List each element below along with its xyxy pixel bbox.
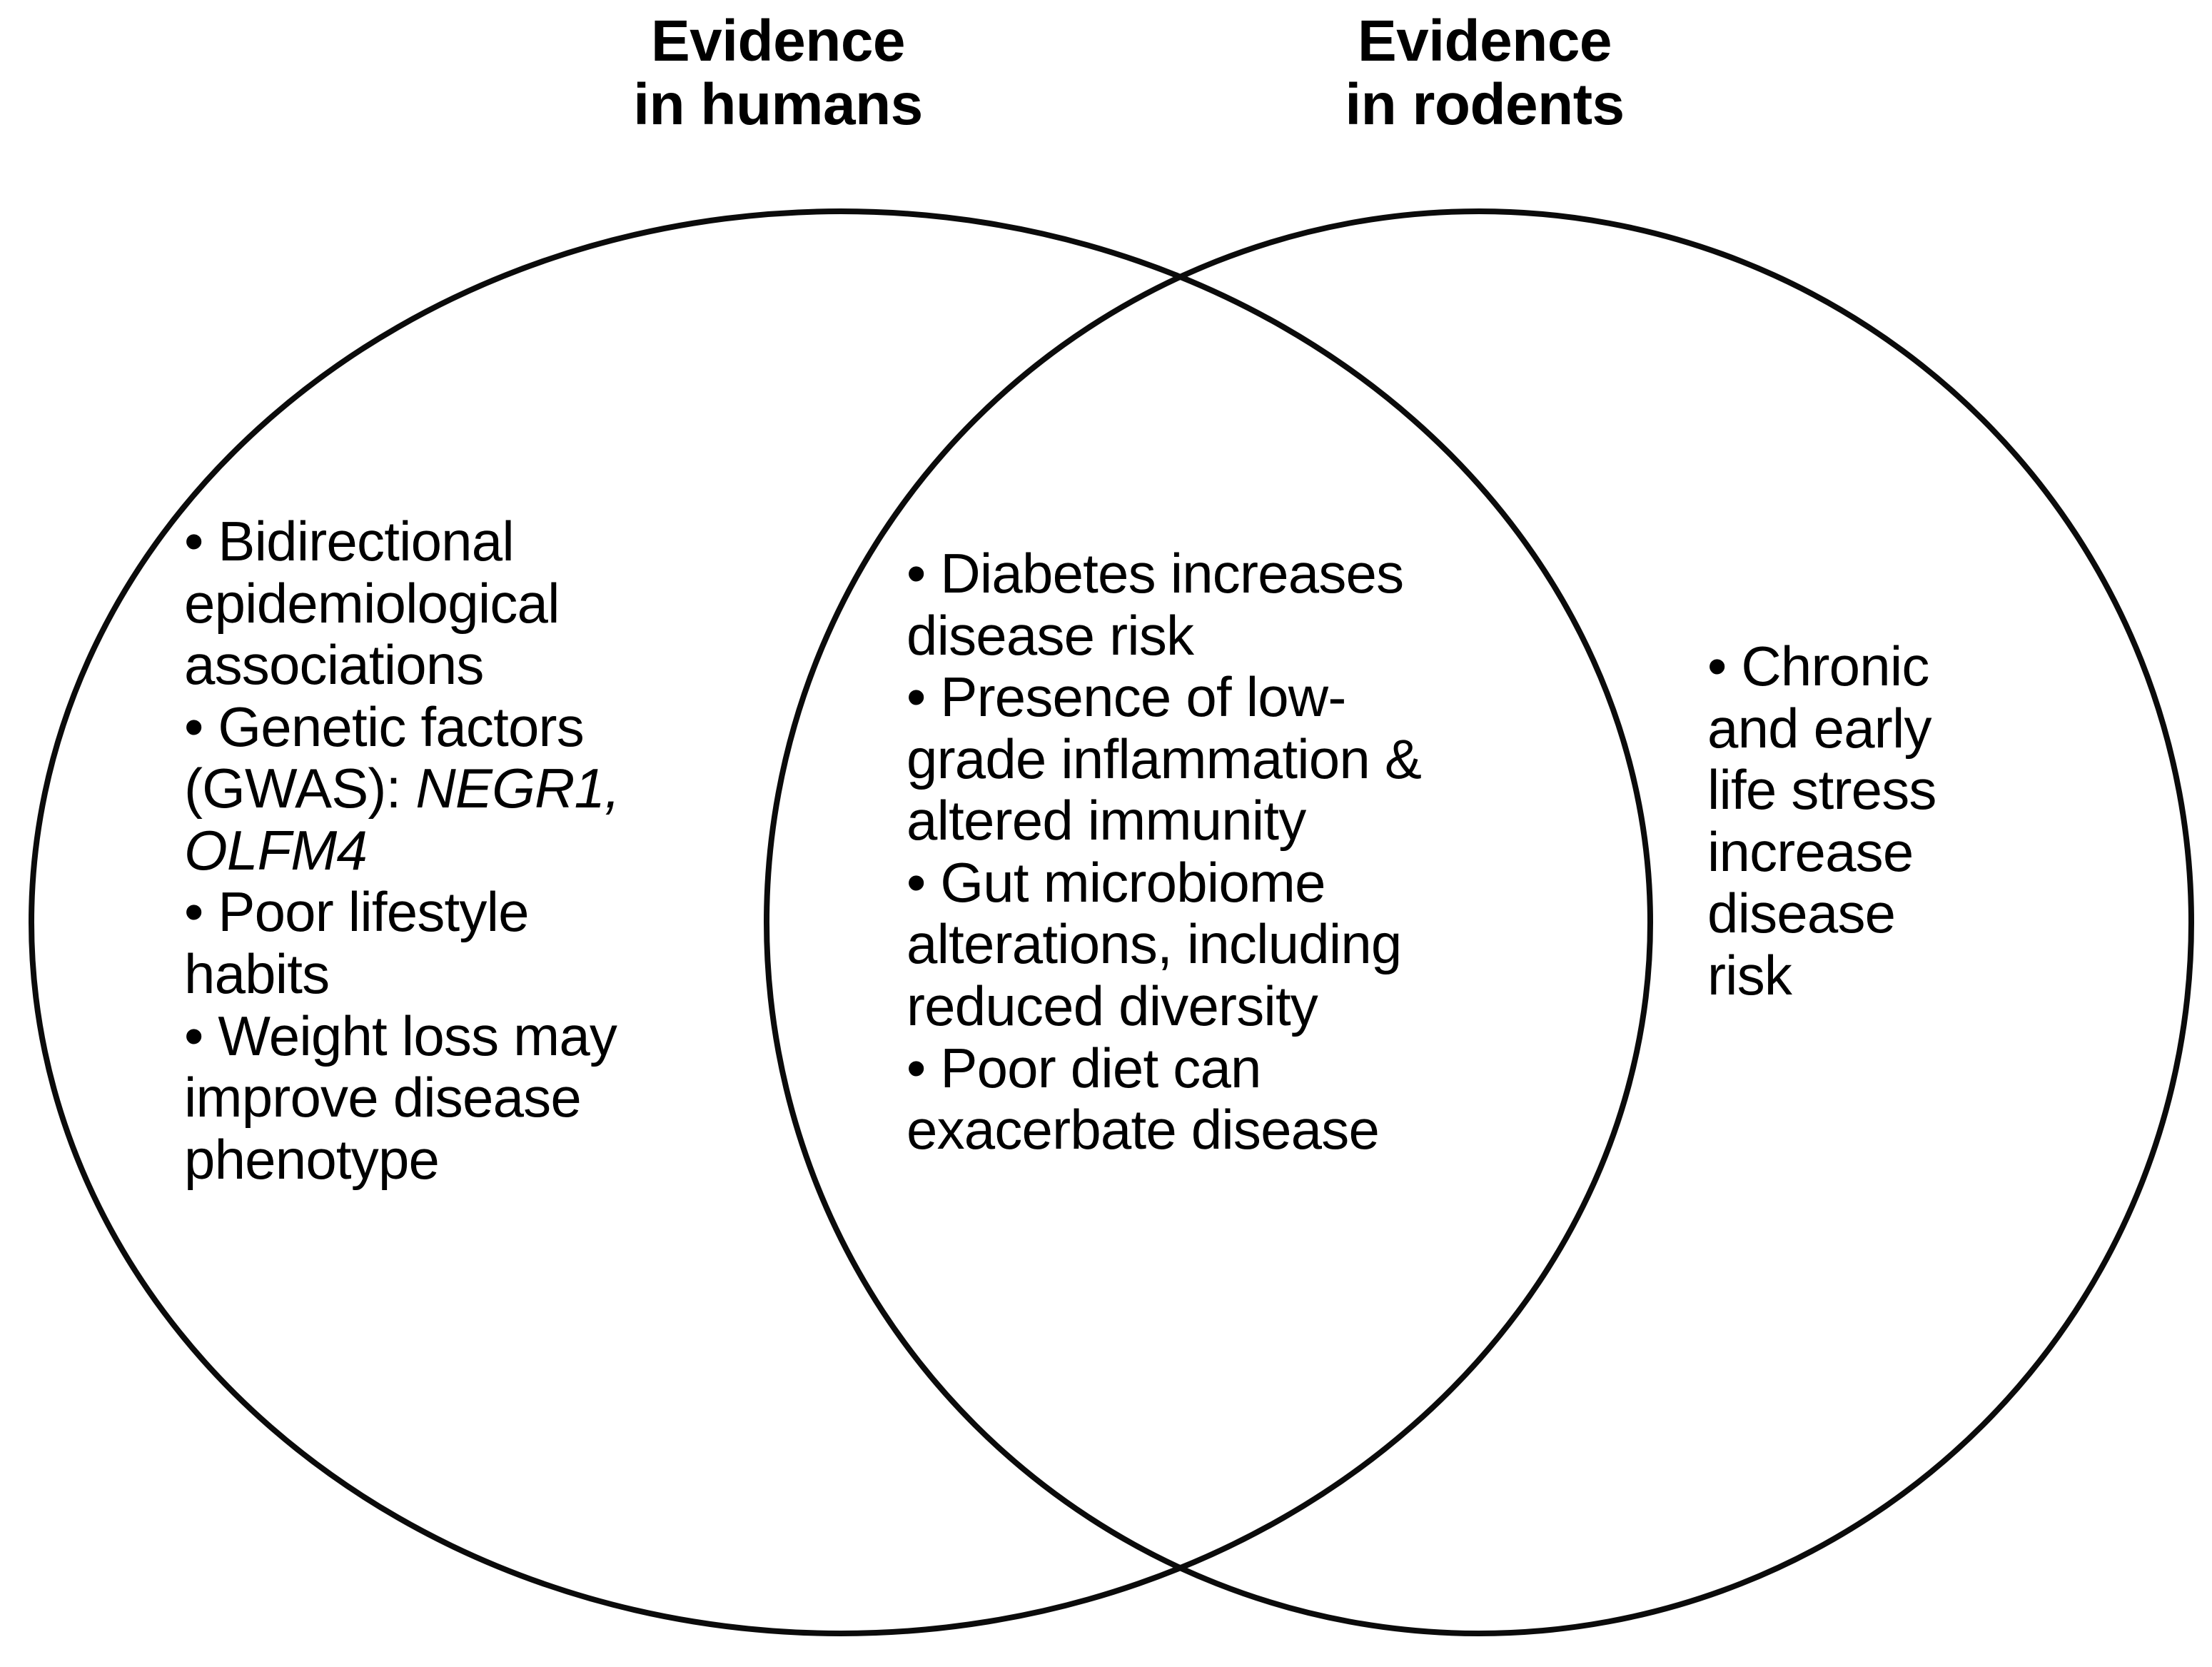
- left-only-text-part-1: • Bidirectional epidemiological associat…: [184, 510, 585, 820]
- left-only-gene-names: NEGR1, OLFM4: [184, 757, 620, 882]
- region-text-right-only: • Chronic and early life stress increase…: [1707, 635, 1936, 1007]
- circle-left-humans: [29, 208, 1653, 1636]
- circle-right-rodents: [764, 208, 2194, 1636]
- region-text-left-only: • Bidirectional epidemiological associat…: [184, 510, 755, 1190]
- heading-evidence-in-rodents: Evidence in rodents: [1345, 9, 1625, 137]
- left-only-text-part-2: • Poor lifestyle habits • Weight loss ma…: [184, 880, 617, 1191]
- region-text-overlap: • Diabetes increases disease risk • Pres…: [906, 542, 1422, 1162]
- heading-evidence-in-humans: Evidence in humans: [633, 9, 923, 137]
